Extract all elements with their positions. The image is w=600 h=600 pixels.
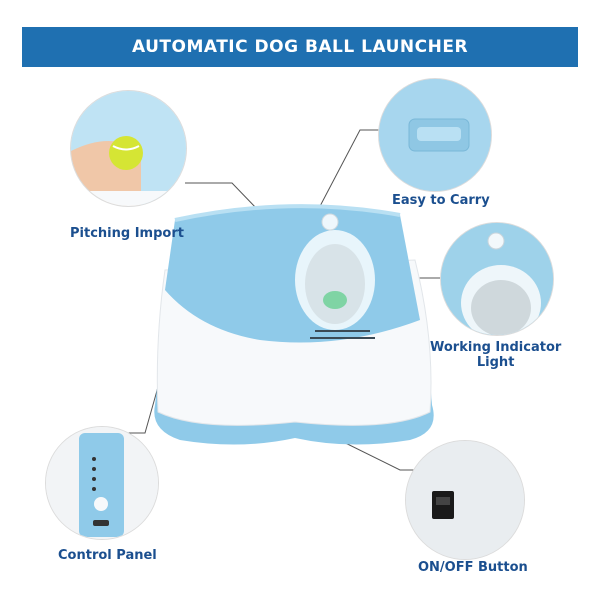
onoff-button-circle xyxy=(405,440,525,560)
switch-illustration xyxy=(406,441,524,559)
control-panel-illustration xyxy=(46,427,158,539)
indicator-label-line1: Working Indicator xyxy=(430,340,562,355)
onoff-button-label: ON/OFF Button xyxy=(418,560,528,575)
handle-illustration xyxy=(379,79,491,191)
easy-carry-label: Easy to Carry xyxy=(392,193,490,208)
title-banner: AUTOMATIC DOG BALL LAUNCHER xyxy=(22,27,578,67)
pitching-import-label: Pitching Import xyxy=(70,226,184,241)
banner-title: AUTOMATIC DOG BALL LAUNCHER xyxy=(131,37,469,57)
ball-launcher-device xyxy=(154,204,434,445)
pitching-import-circle xyxy=(70,90,187,207)
indicator-light-label: Working Indicator Light xyxy=(430,340,561,370)
easy-carry-circle xyxy=(378,78,492,192)
indicator-light-circle xyxy=(440,222,554,336)
hand-ball-illustration xyxy=(71,91,186,206)
control-panel-label: Control Panel xyxy=(58,548,157,563)
indicator-label-line2: Light xyxy=(476,355,515,370)
indicator-illustration xyxy=(441,223,553,335)
control-panel-circle xyxy=(45,426,159,540)
